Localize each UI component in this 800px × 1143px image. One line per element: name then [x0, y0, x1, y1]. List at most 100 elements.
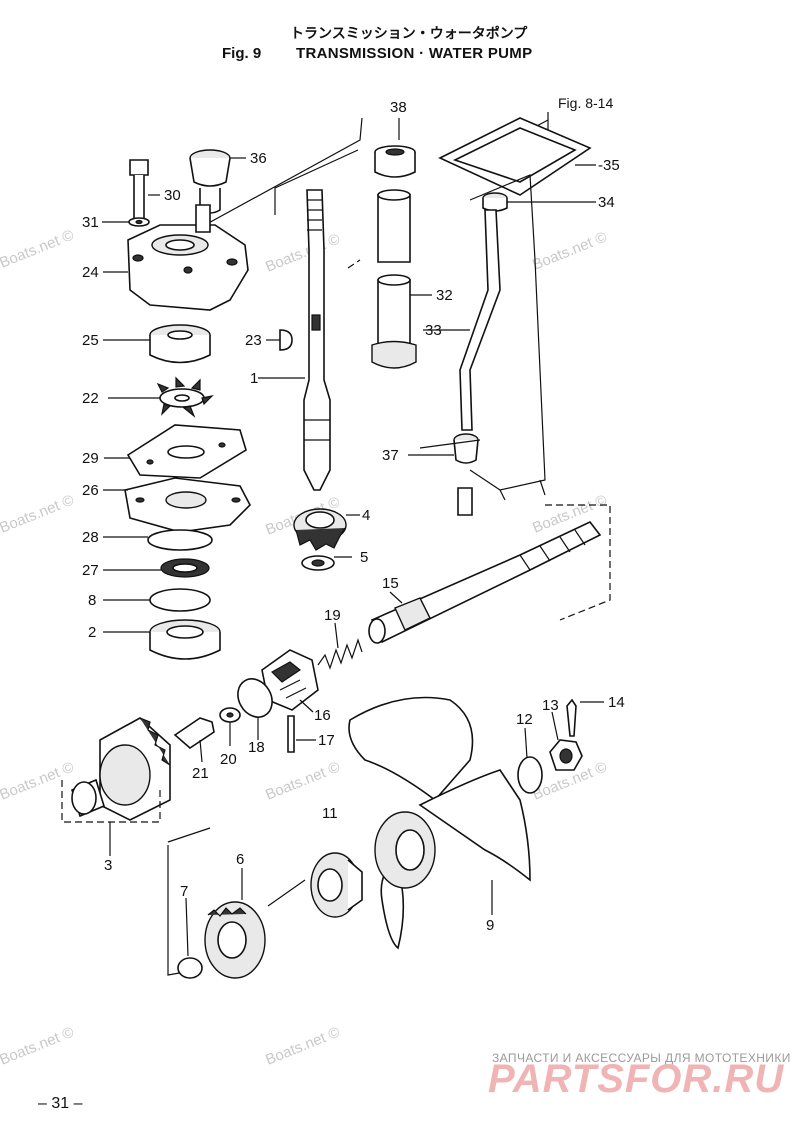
part-label-5: 5: [360, 549, 368, 566]
part-label-31: 31: [82, 214, 99, 231]
part-label-2: 2: [88, 624, 96, 641]
part-38-sleeve-cap: [374, 145, 416, 178]
part-16-clutch: [261, 649, 319, 711]
watermark: Boats.net ©: [0, 1023, 76, 1068]
drive-shaft-bracket: [545, 504, 611, 621]
site-logo: PARTSFOR.RU: [488, 1057, 784, 1101]
part-label-17: 17: [318, 732, 335, 749]
part-33-water-tube: [459, 209, 501, 431]
leader-13: [551, 711, 559, 741]
part-26-outer-plate: [124, 477, 251, 533]
leader-37: [408, 439, 481, 456]
group-bracket-top: [204, 117, 363, 245]
part-label-30: 30: [164, 187, 181, 204]
part-label-33: 33: [425, 322, 442, 339]
part-36-grommet: [189, 149, 231, 214]
figure-number: Fig. 9: [222, 45, 261, 62]
part-9-propeller: [348, 696, 531, 950]
part-label-37: 37: [382, 447, 399, 464]
part-label-20: 20: [220, 751, 237, 768]
part-label-35: -35: [598, 157, 620, 174]
part-label-14: 14: [608, 694, 625, 711]
part-label-24: 24: [82, 264, 99, 281]
watermark-layer: Boats.net © Boats.net © Boats.net © Boat…: [0, 226, 609, 1068]
leader-7: [185, 897, 189, 957]
part-19-spring: [317, 638, 363, 670]
part-6-forward-gear: [204, 901, 266, 979]
leader-21: [199, 739, 203, 763]
title-japanese: トランスミッション・ウォータポンプ: [290, 25, 528, 42]
connector-11-6: [267, 879, 306, 907]
part-label-19: 19: [324, 607, 341, 624]
part-label-36: 36: [250, 150, 267, 167]
part-label-22: 22: [82, 390, 99, 407]
part-20-slider: [219, 707, 241, 723]
part-30-bolt: [129, 159, 149, 223]
part-35-lower-case: [438, 117, 592, 501]
part-8-circlip: [149, 588, 211, 612]
leader-19: [334, 622, 339, 649]
part-label-1: 1: [250, 370, 258, 387]
part-12-washer: [517, 756, 543, 794]
gear-group-bracket: [167, 845, 186, 976]
page-number: – 31 –: [38, 1095, 83, 1112]
part-label-11: 11: [322, 805, 338, 822]
part-31-washer: [128, 217, 150, 227]
part-label-21: 21: [192, 765, 209, 782]
watermark: Boats.net ©: [263, 758, 342, 803]
watermark: Boats.net ©: [263, 230, 342, 275]
group-bracket-shaft: [274, 149, 359, 215]
part-3-reverse-gear: [71, 717, 171, 821]
part-2-bearing: [149, 619, 221, 660]
watermark: Boats.net ©: [530, 491, 609, 536]
part-label-18: 18: [248, 739, 265, 756]
group-bracket-3: [61, 780, 161, 823]
part-28-o-ring: [147, 529, 213, 551]
part-13-nut: [549, 739, 583, 771]
part-18-spring-clip: [237, 678, 273, 718]
part-4-pinion-gear: [293, 508, 347, 551]
part-label-7: 7: [180, 883, 188, 900]
part-label-32: 32: [436, 287, 453, 304]
part-25-insert-cartridge: [149, 324, 211, 364]
part-37-seal: [453, 433, 479, 516]
watermark: Boats.net ©: [530, 228, 609, 273]
part-label-26: 26: [82, 482, 99, 499]
part-label-6: 6: [236, 851, 244, 868]
part-24-pump-housing: [127, 204, 249, 311]
part-21-plunger: [173, 717, 215, 750]
part-34-grommet: [482, 192, 508, 212]
part-label-13: 13: [542, 697, 559, 714]
leader-15: [389, 591, 403, 604]
part-label-29: 29: [82, 450, 99, 467]
watermark: Boats.net ©: [0, 758, 76, 803]
leader-12: [524, 727, 528, 759]
part-label-15: 15: [382, 575, 399, 592]
part-7-circlip: [177, 957, 203, 979]
part-32-water-tube: [371, 189, 417, 369]
part-22-impeller: [156, 376, 214, 418]
watermark: Boats.net ©: [263, 1023, 342, 1068]
part-1-drive-shaft: [303, 189, 331, 491]
part-29-gasket: [126, 424, 247, 479]
bracket-dash: [347, 259, 361, 269]
part-label-9: 9: [486, 917, 494, 934]
part-label-28: 28: [82, 529, 99, 546]
part-label-25: 25: [82, 332, 99, 349]
part-label-38: 38: [390, 99, 407, 116]
part-label-3: 3: [104, 857, 112, 874]
leader-16: [299, 699, 314, 713]
gear-group-line: [167, 827, 211, 843]
part-label-8: 8: [88, 592, 96, 609]
part-11-thrust-hub: [310, 852, 363, 918]
site-label: ЗАПЧАСТИ И АКСЕССУАРЫ ДЛЯ МОТОТЕХНИКИ: [492, 1051, 791, 1065]
part-label-27: 27: [82, 562, 99, 579]
reference-figure: Fig. 8-14: [558, 95, 613, 111]
part-15-propeller-shaft: [368, 521, 602, 644]
title-english: TRANSMISSION · WATER PUMP: [296, 45, 532, 62]
part-label-12: 12: [516, 711, 533, 728]
part-5-nut: [301, 555, 335, 571]
part-label-16: 16: [314, 707, 331, 724]
part-17-cross-pin: [287, 715, 295, 753]
